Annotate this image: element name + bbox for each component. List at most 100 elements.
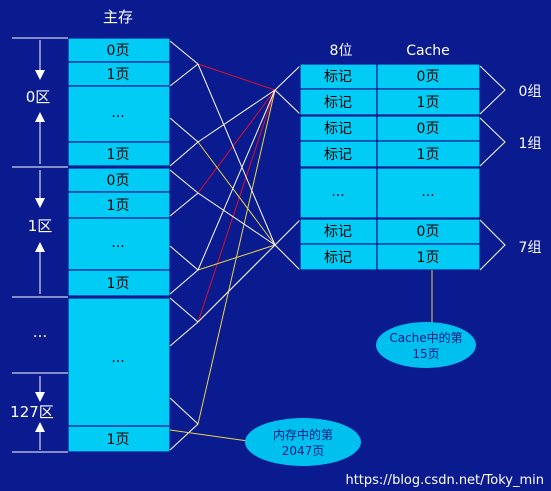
mm-chevron-0	[169, 40, 199, 87]
zone-labels: 0区 1区 ... 127区	[10, 88, 54, 421]
cache-tag-0: 标记	[324, 69, 352, 85]
cache-page-callout	[376, 322, 476, 368]
group-labels: 0组 1组 7组	[519, 84, 542, 256]
white-line-0	[197, 63, 276, 246]
white-line-3	[197, 89, 276, 271]
watermark: https://blog.csdn.net/Toky_min	[345, 473, 544, 488]
red-line-0	[197, 63, 276, 91]
cache-page-cell-6	[376, 243, 481, 271]
zone-ellipsis: ...	[33, 323, 47, 341]
zone1-arrow-down-icon	[35, 198, 45, 208]
mm-block-label-6: ...	[111, 235, 124, 251]
zone0-label: 0区	[26, 88, 51, 106]
cache-left-chevrons	[274, 65, 301, 271]
zone127-arrow-up-icon	[35, 422, 45, 432]
red-line-2	[197, 89, 276, 323]
cache-left-chevron-1	[274, 219, 301, 271]
memory-chevrons	[169, 40, 199, 451]
mm-chevron-4	[169, 297, 199, 347]
mm-block-7	[67, 269, 171, 297]
cache-table	[299, 63, 481, 271]
zone-arrowheads	[35, 70, 45, 432]
mm-block-label-5: 1页	[107, 198, 130, 214]
white-line-4	[197, 244, 276, 323]
group1-chevron	[479, 117, 506, 167]
zone0-arrow-down-icon	[35, 70, 45, 80]
cache-page-cell-5	[376, 218, 481, 245]
zone-brackets	[12, 37, 68, 453]
mm-block-3	[67, 141, 171, 167]
memory-callout-line2: 2047页	[282, 444, 325, 458]
mm-block-label-1: 1页	[107, 67, 130, 83]
white-mapping-lines	[197, 63, 276, 323]
cache-page-1: 1页	[417, 95, 440, 111]
cache-labels: 标记 0页 标记 1页 标记 0页 标记 1页 ... ... 标记 0页 标记…	[324, 69, 439, 266]
mm-block-label-7: 1页	[107, 276, 130, 292]
mm-block-9	[67, 425, 171, 453]
white-line-1	[197, 192, 276, 246]
cache-tag-cell-1	[299, 88, 378, 116]
memory-callout-pointer	[169, 429, 256, 443]
cache-page-cell-4	[376, 167, 481, 219]
mm-block-0	[67, 37, 171, 63]
cache-page-2: 0页	[417, 121, 440, 137]
zone1-arrow-up-icon	[35, 242, 45, 252]
mm-block-5	[67, 191, 171, 219]
cache-tag-cell-3	[299, 140, 378, 168]
cache-tag-6: 标记	[324, 250, 352, 266]
white-line-2	[197, 89, 276, 143]
cache-right-chevrons	[479, 65, 506, 271]
cache-left-chevron-0	[274, 65, 301, 115]
main-memory-column	[67, 37, 171, 453]
group7-chevron	[479, 219, 506, 271]
mm-chevron-3	[169, 245, 199, 295]
main-memory-labels: 0页 1页 ... 1页 0页 1页 ... 1页 ... 1页	[107, 43, 130, 448]
cache-page-cell-0	[376, 63, 481, 90]
yellow-line-0	[197, 141, 276, 246]
mm-block-label-9: 1页	[107, 432, 130, 448]
cache-tag-header: 8位	[330, 43, 353, 59]
red-line-1	[197, 89, 276, 194]
zone127-arrow-down-icon	[35, 392, 45, 402]
group7-label: 7组	[519, 240, 542, 256]
mm-block-label-4: 0页	[107, 173, 130, 189]
yellow-mapping-lines	[197, 89, 276, 425]
mm-chevron-5	[169, 397, 199, 451]
cache-page-4: ...	[421, 184, 434, 200]
cache-page-cell-1	[376, 88, 481, 116]
memory-callout-line1: 内存中的第	[273, 427, 333, 442]
mm-block-label-8: ...	[111, 350, 124, 366]
group0-chevron	[479, 65, 506, 115]
cache-page-cell-3	[376, 140, 481, 168]
zone127-label: 127区	[10, 403, 54, 421]
cache-callout-line1: Cache中的第	[389, 330, 462, 345]
cache-callout-line2: 15页	[412, 347, 439, 361]
mm-block-2	[67, 85, 171, 143]
mm-block-label-3: 1页	[107, 147, 130, 163]
yellow-line-2	[197, 89, 276, 425]
cache-page-0: 0页	[417, 69, 440, 85]
mm-block-label-2: ...	[111, 105, 124, 121]
cache-col-header: Cache	[406, 43, 450, 59]
mm-chevron-1	[169, 117, 199, 167]
mm-block-label-0: 0页	[107, 43, 130, 59]
cache-page-3: 1页	[417, 147, 440, 163]
cache-tag-2: 标记	[324, 121, 352, 137]
main-memory-title: 主存	[103, 8, 133, 26]
cache-tag-3: 标记	[324, 147, 352, 163]
mm-chevron-2	[169, 169, 199, 217]
memory-page-callout	[245, 418, 361, 466]
cache-tag-5: 标记	[324, 224, 352, 240]
cache-tag-4: ...	[331, 184, 344, 200]
cache-tag-cell-4	[299, 167, 378, 219]
cache-tag-1: 标记	[324, 95, 352, 111]
cache-page-6: 1页	[417, 250, 440, 266]
mm-block-1	[67, 61, 171, 87]
group1-label: 1组	[519, 136, 542, 152]
group0-label: 0组	[519, 84, 542, 100]
cache-page-cell-2	[376, 115, 481, 142]
cache-page-5: 0页	[417, 224, 440, 240]
zone0-arrow-up-icon	[35, 112, 45, 122]
red-mapping-lines	[197, 63, 276, 323]
